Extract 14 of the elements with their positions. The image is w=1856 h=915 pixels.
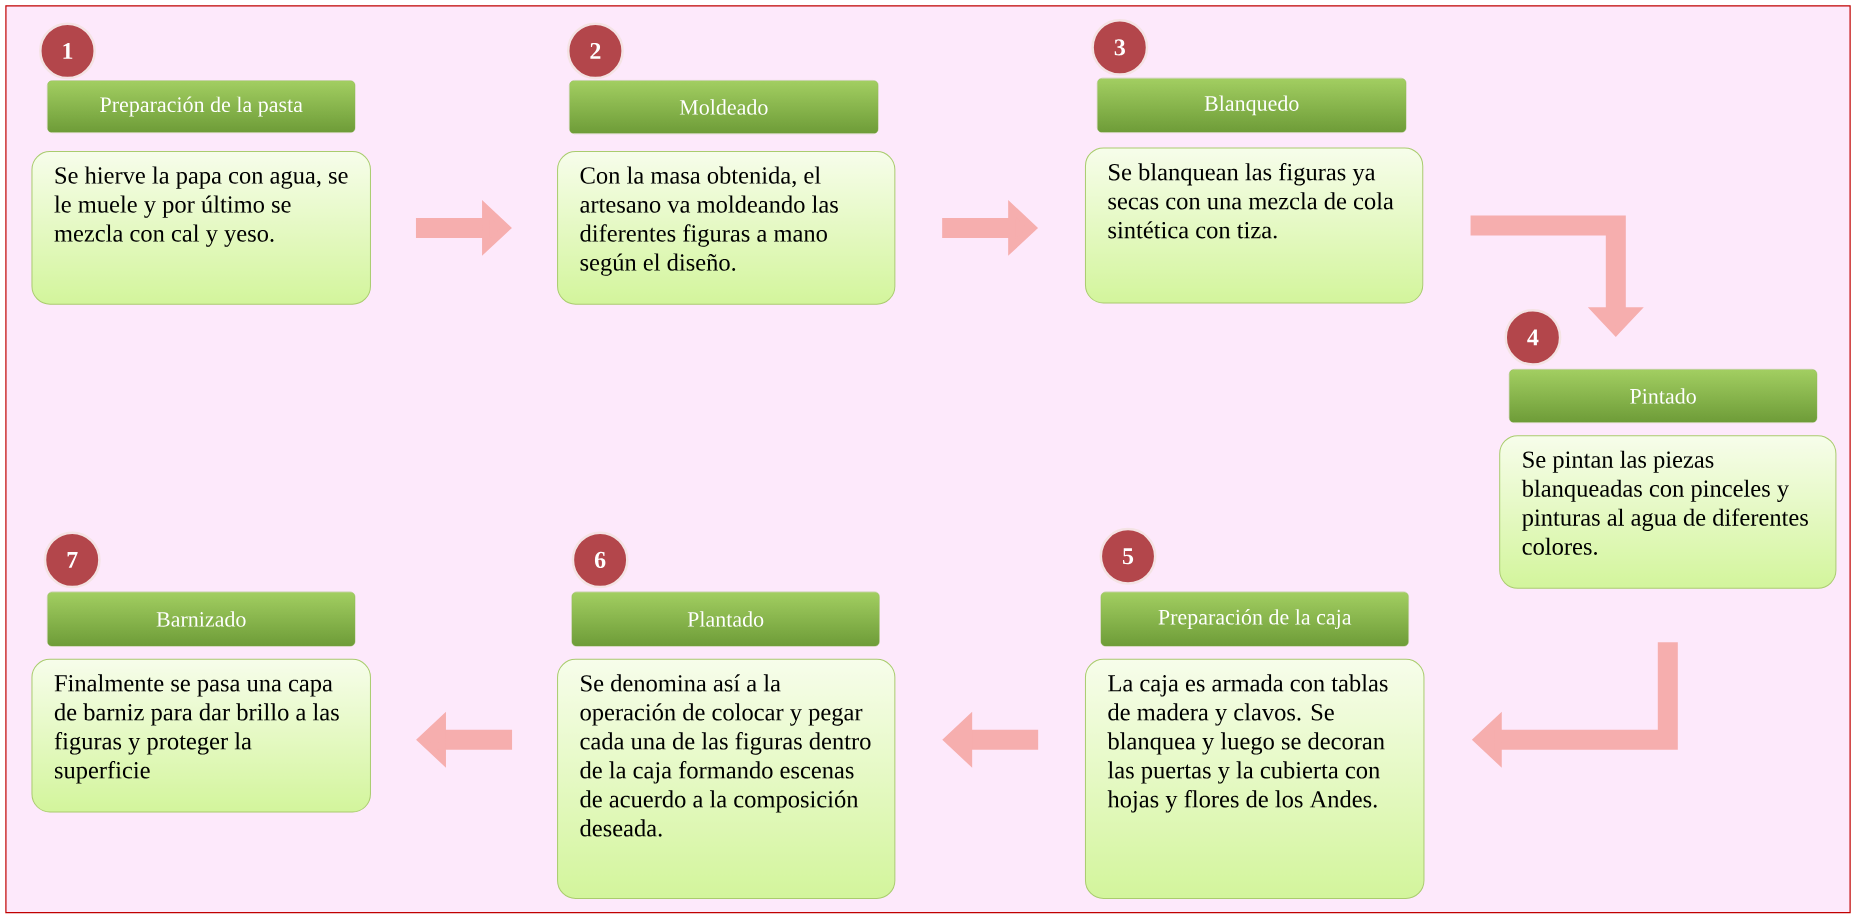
description-box: Se denomina así a la operación de colocar y pegar cada una de las figuras dentro de la caja formando escenas de acuerdo a la composición deseada.: [557, 658, 896, 899]
step-header: Barnizado: [47, 591, 356, 647]
description-box: Finalmente se pasa una capa de barniz para dar brillo a las figuras y proteger la superficie: [31, 658, 371, 813]
description-box: La caja es armada con tablas de madera y clavos. Se blanquea y luego se decoran las puertas y la cubierta con hojas y flores de los Andes.: [1084, 658, 1425, 899]
step-header: Preparación de la pasta: [47, 80, 356, 133]
step-header: Preparación de la caja: [1100, 591, 1409, 647]
description-box: Con la masa obtenida, el artesano va moldeando las diferentes figuras a mano según el diseño.: [557, 151, 896, 305]
description-box: Se blanquean las figuras ya secas con una mezcla de cola sintética con tiza.: [1084, 147, 1424, 304]
description-box: Se hierve la papa con agua, se le muele y por último se mezcla con cal y yeso.: [31, 151, 371, 305]
step-header: Moldeado: [569, 80, 879, 134]
description-box: Se pintan las piezas blanqueadas con pinceles y pinturas al agua de diferentes colores.: [1499, 435, 1837, 589]
step-header: Blanquedo: [1097, 78, 1407, 133]
step-header: Pintado: [1509, 369, 1818, 423]
step-header: Plantado: [571, 591, 880, 647]
